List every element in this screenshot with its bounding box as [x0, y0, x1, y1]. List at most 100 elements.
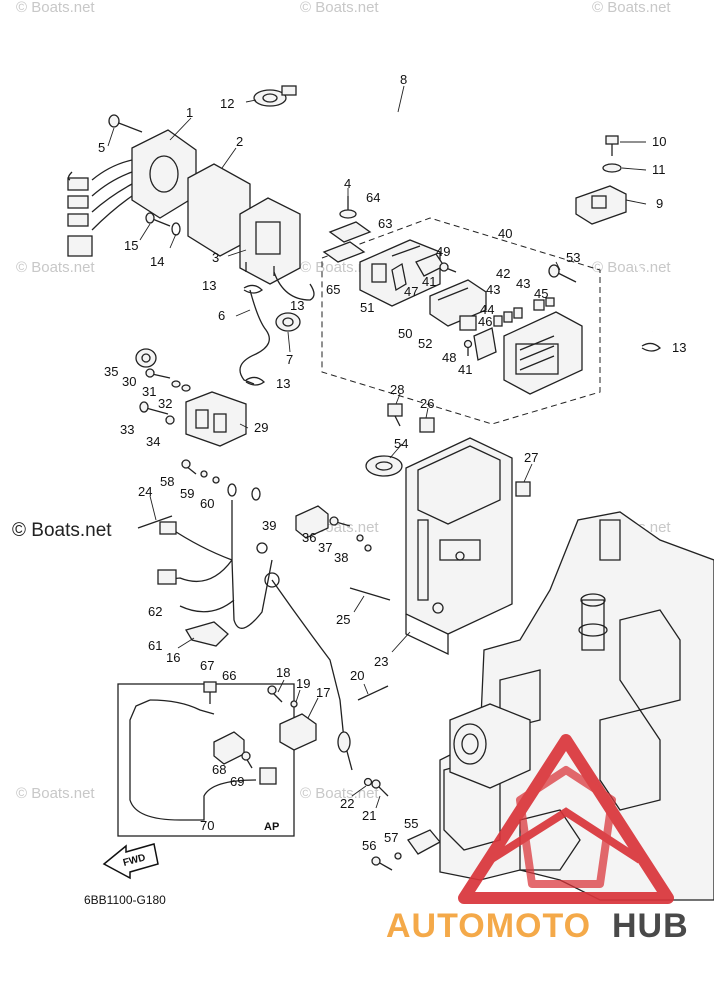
callout-13-b: 13	[290, 298, 304, 313]
washer-31	[171, 380, 181, 388]
callout-1: 1	[186, 105, 193, 120]
screw-49	[439, 262, 457, 273]
ap-label: AP	[264, 821, 279, 833]
diagram-code: 6BB1100-G180	[84, 893, 166, 907]
washer-32	[181, 384, 191, 392]
grommet-54	[365, 455, 403, 477]
callout-38: 38	[334, 550, 348, 565]
callout-11: 11	[652, 162, 666, 177]
wire-harness-61	[157, 483, 280, 629]
logo-stripe	[487, 807, 643, 864]
callout-13-d: 13	[276, 376, 290, 391]
logo-text-hub: HUB	[612, 907, 689, 945]
cable-tie-25	[349, 587, 391, 601]
cap-69	[259, 767, 277, 785]
callout-10: 10	[652, 134, 666, 149]
callout-53: 53	[566, 250, 580, 265]
washer-59	[200, 470, 208, 478]
holder-9	[575, 185, 627, 225]
callout-3: 3	[212, 250, 219, 265]
washer-22	[363, 777, 373, 787]
callout-65: 65	[326, 282, 340, 297]
subassembly-40-outline	[321, 217, 601, 425]
logo-triangle-outer	[458, 734, 674, 904]
bolt-10	[605, 135, 619, 156]
washer-19	[290, 700, 298, 708]
callout-27: 27	[524, 450, 538, 465]
washer-11	[602, 163, 622, 173]
watermark-low-center: © Boats.net	[300, 785, 379, 802]
washer-34	[165, 415, 175, 425]
washer-60	[212, 476, 220, 484]
hose-3-loop	[273, 271, 315, 301]
callout-21: 21	[362, 808, 376, 823]
ecm-unit	[503, 311, 583, 395]
callout-23: 23	[374, 654, 388, 669]
callout-20: 20	[350, 668, 364, 683]
callout-6: 6	[218, 308, 225, 323]
watermark-low-left: © Boats.net	[16, 785, 95, 802]
callout-28: 28	[390, 382, 404, 397]
callout-54: 54	[394, 436, 408, 451]
callout-60: 60	[200, 496, 214, 511]
callout-58: 58	[160, 474, 174, 489]
coil-29	[185, 391, 247, 447]
bolt-30	[145, 368, 171, 379]
bolt-15	[145, 212, 181, 236]
callout-50: 50	[398, 326, 412, 341]
callout-61: 61	[148, 638, 162, 653]
watermark-top-right: © Boats.net	[592, 0, 671, 16]
ecu-case-50	[429, 279, 487, 327]
fitting-26	[419, 417, 435, 433]
wire-70	[129, 699, 257, 821]
fitting-27	[515, 481, 531, 497]
callout-35: 35	[104, 364, 118, 379]
relay-group-42-46	[493, 297, 555, 327]
bolt-58	[181, 459, 197, 475]
callout-18: 18	[276, 665, 290, 680]
cap-35	[135, 348, 157, 368]
callout-47: 47	[404, 284, 418, 299]
logo-text-auto: AUTOMOTO	[386, 907, 591, 945]
watermark-mid-right: © Boats.net	[592, 259, 671, 276]
callout-9: 9	[656, 196, 663, 211]
callout-30: 30	[122, 374, 136, 389]
callout-66: 66	[222, 668, 236, 683]
callout-70: 70	[200, 818, 214, 833]
watermark-mid-left: © Boats.net	[16, 259, 95, 276]
battery-cable	[271, 579, 353, 771]
clip-13-lower	[245, 376, 265, 386]
watermark-top-center: © Boats.net	[300, 0, 379, 16]
hose-8-inner	[298, 68, 654, 333]
callout-5: 5	[98, 140, 105, 155]
callout-56: 56	[362, 838, 376, 853]
label-64	[328, 221, 372, 243]
callout-45: 45	[534, 286, 548, 301]
callout-51: 51	[360, 300, 374, 315]
callout-43-a: 43	[486, 282, 500, 297]
seal-47	[391, 262, 407, 292]
callout-62: 62	[148, 604, 162, 619]
fwd-arrow: FWD	[102, 843, 159, 880]
bracket-3	[239, 197, 301, 285]
callout-26: 26	[420, 396, 434, 411]
callout-55: 55	[404, 816, 418, 831]
callout-29: 29	[254, 420, 268, 435]
callout-8: 8	[400, 72, 407, 87]
callout-15: 15	[124, 238, 138, 253]
callout-31: 31	[142, 384, 156, 399]
callout-13-a: 13	[202, 278, 216, 293]
hose-6	[239, 289, 270, 385]
bolt-53	[548, 264, 577, 283]
throttle-body	[449, 703, 531, 789]
callout-59: 59	[180, 486, 194, 501]
connector-66	[213, 731, 245, 765]
watermark-large: © Boats.net	[12, 520, 112, 541]
callout-40: 40	[498, 226, 512, 241]
washer-57	[394, 852, 402, 860]
clamp-55	[407, 829, 442, 855]
electrical-box-23	[405, 437, 513, 656]
callout-42: 42	[496, 266, 510, 281]
clamp-12	[253, 85, 297, 107]
